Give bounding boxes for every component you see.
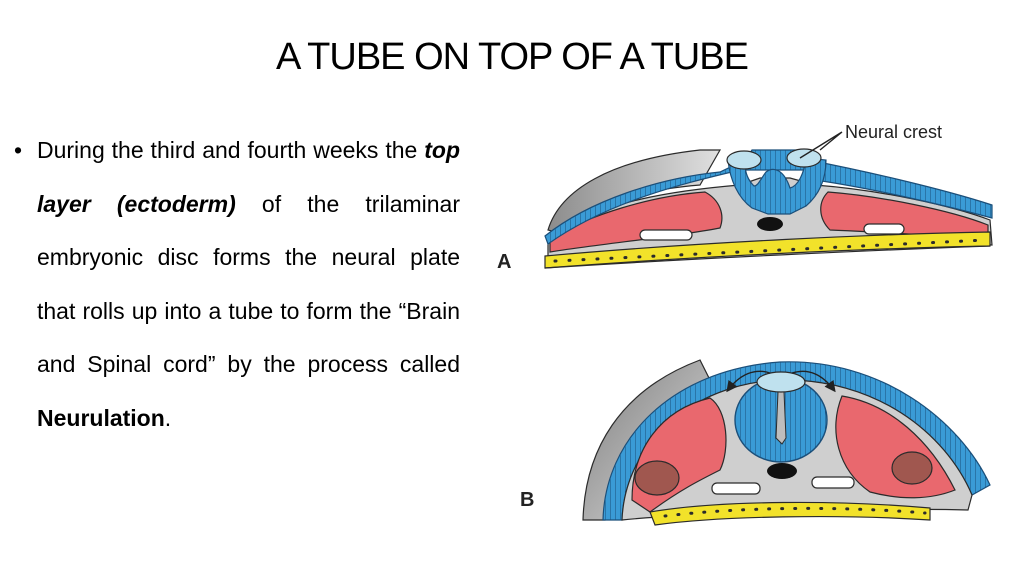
panel-b-arrow-left: [726, 370, 771, 393]
bullet-text-part2: of the trilaminar embryonic disc forms t…: [37, 190, 460, 378]
slide-title: A TUBE ON TOP OF A TUBE: [276, 36, 749, 78]
panel-a-diagram: Neural crest A: [497, 122, 993, 273]
bullet-item: • During the third and fourth weeks the …: [14, 124, 460, 446]
neural-crest-leader: [799, 131, 843, 159]
panel-a-neural-crest-right: [786, 148, 822, 168]
bullet-text: During the third and fourth weeks the to…: [37, 124, 460, 446]
panel-b-somite-right: [891, 451, 933, 485]
panel-a-mesoderm-left: [549, 191, 723, 253]
panel-b-diagram: B: [520, 359, 991, 526]
panel-b-neural-canal: [775, 391, 787, 445]
panel-a-vessel-right: [863, 223, 905, 235]
panel-a-neural-plate: [727, 157, 827, 215]
panel-b-vessel-right: [811, 476, 855, 489]
panel-b-notochord: [767, 463, 797, 479]
panel-b-letter: B: [520, 489, 534, 511]
bullet-text-part1: During the third and fourth weeks the: [37, 137, 425, 163]
panel-b-arrow-right: [791, 370, 836, 393]
bullet-emphasis: top layer (ectoderm): [37, 137, 460, 217]
panel-a-notochord: [757, 217, 783, 231]
panel-a-endoderm-dots: [553, 238, 987, 263]
bullet-dot: •: [14, 137, 23, 163]
panel-a-vessel-left: [639, 229, 693, 241]
panel-b-vessel-left: [711, 482, 761, 495]
bullet-bold-term: Neurulation: [37, 404, 165, 431]
panel-a-bottom-edge: [544, 245, 991, 269]
panel-a-neural-crest-left: [726, 150, 762, 170]
neural-crest-label: Neural crest: [845, 122, 942, 142]
panel-a-letter: A: [497, 251, 511, 273]
panel-b-somite-left: [634, 460, 680, 496]
bullet-text-part3: .: [164, 404, 172, 431]
panel-b-neural-crest: [756, 371, 806, 393]
panel-a-ectoderm: [544, 149, 993, 245]
